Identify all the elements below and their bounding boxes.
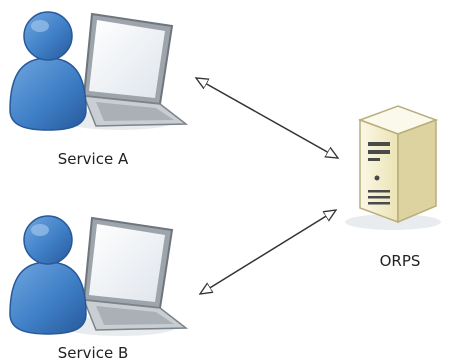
laptop-icon bbox=[62, 216, 189, 336]
user-icon bbox=[9, 215, 87, 335]
orps-label: ORPS bbox=[379, 252, 421, 270]
user-icon bbox=[9, 11, 87, 131]
service-a-node bbox=[9, 11, 189, 131]
service-b-node bbox=[9, 215, 189, 336]
connector-service-a-orps bbox=[196, 78, 338, 158]
laptop-icon bbox=[62, 12, 189, 130]
service-b-label: Service B bbox=[57, 344, 129, 362]
service-a-label: Service A bbox=[57, 150, 129, 168]
connector-service-b-orps bbox=[200, 210, 336, 294]
server-icon bbox=[345, 105, 441, 230]
